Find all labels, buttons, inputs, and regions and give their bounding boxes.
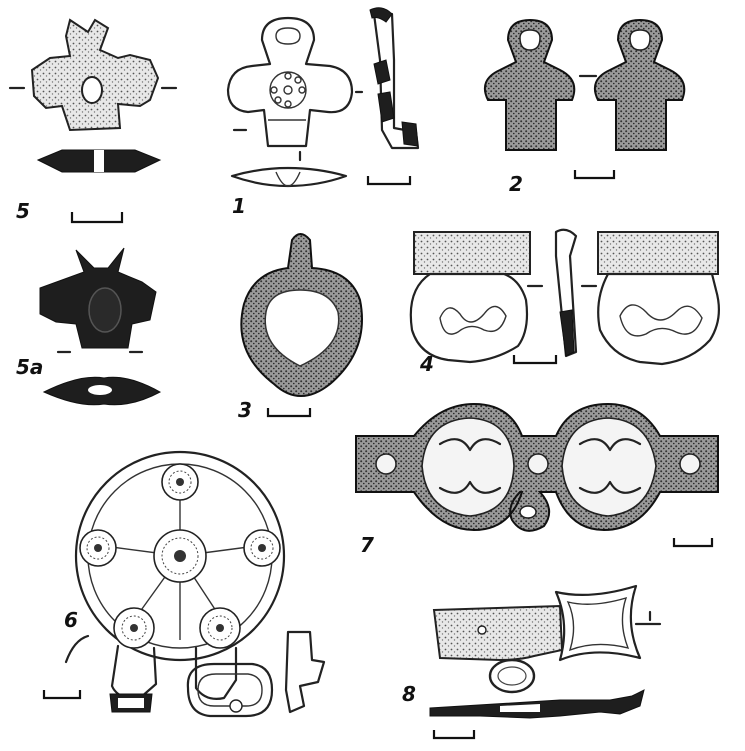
figure-label-4: 4 bbox=[419, 352, 434, 376]
figure-label-8: 8 bbox=[402, 682, 416, 706]
figure-2 bbox=[484, 18, 686, 180]
figure-label-5: 5 bbox=[16, 199, 30, 223]
figure-5a bbox=[39, 247, 162, 406]
figure-label-5a: 5a bbox=[16, 355, 43, 379]
figure-1 bbox=[226, 7, 420, 188]
figure-5 bbox=[8, 18, 178, 224]
figure-label-7: 7 bbox=[360, 533, 374, 557]
figure-label-1: 1 bbox=[232, 194, 246, 218]
figure-3 bbox=[240, 233, 363, 418]
figure-8 bbox=[429, 584, 662, 740]
figure-label-6: 6 bbox=[64, 608, 78, 632]
figure-label-3: 3 bbox=[238, 398, 252, 422]
figure-6 bbox=[42, 450, 326, 718]
figure-7 bbox=[355, 402, 719, 548]
figure-4 bbox=[409, 228, 721, 366]
figure-label-2: 2 bbox=[509, 172, 523, 196]
